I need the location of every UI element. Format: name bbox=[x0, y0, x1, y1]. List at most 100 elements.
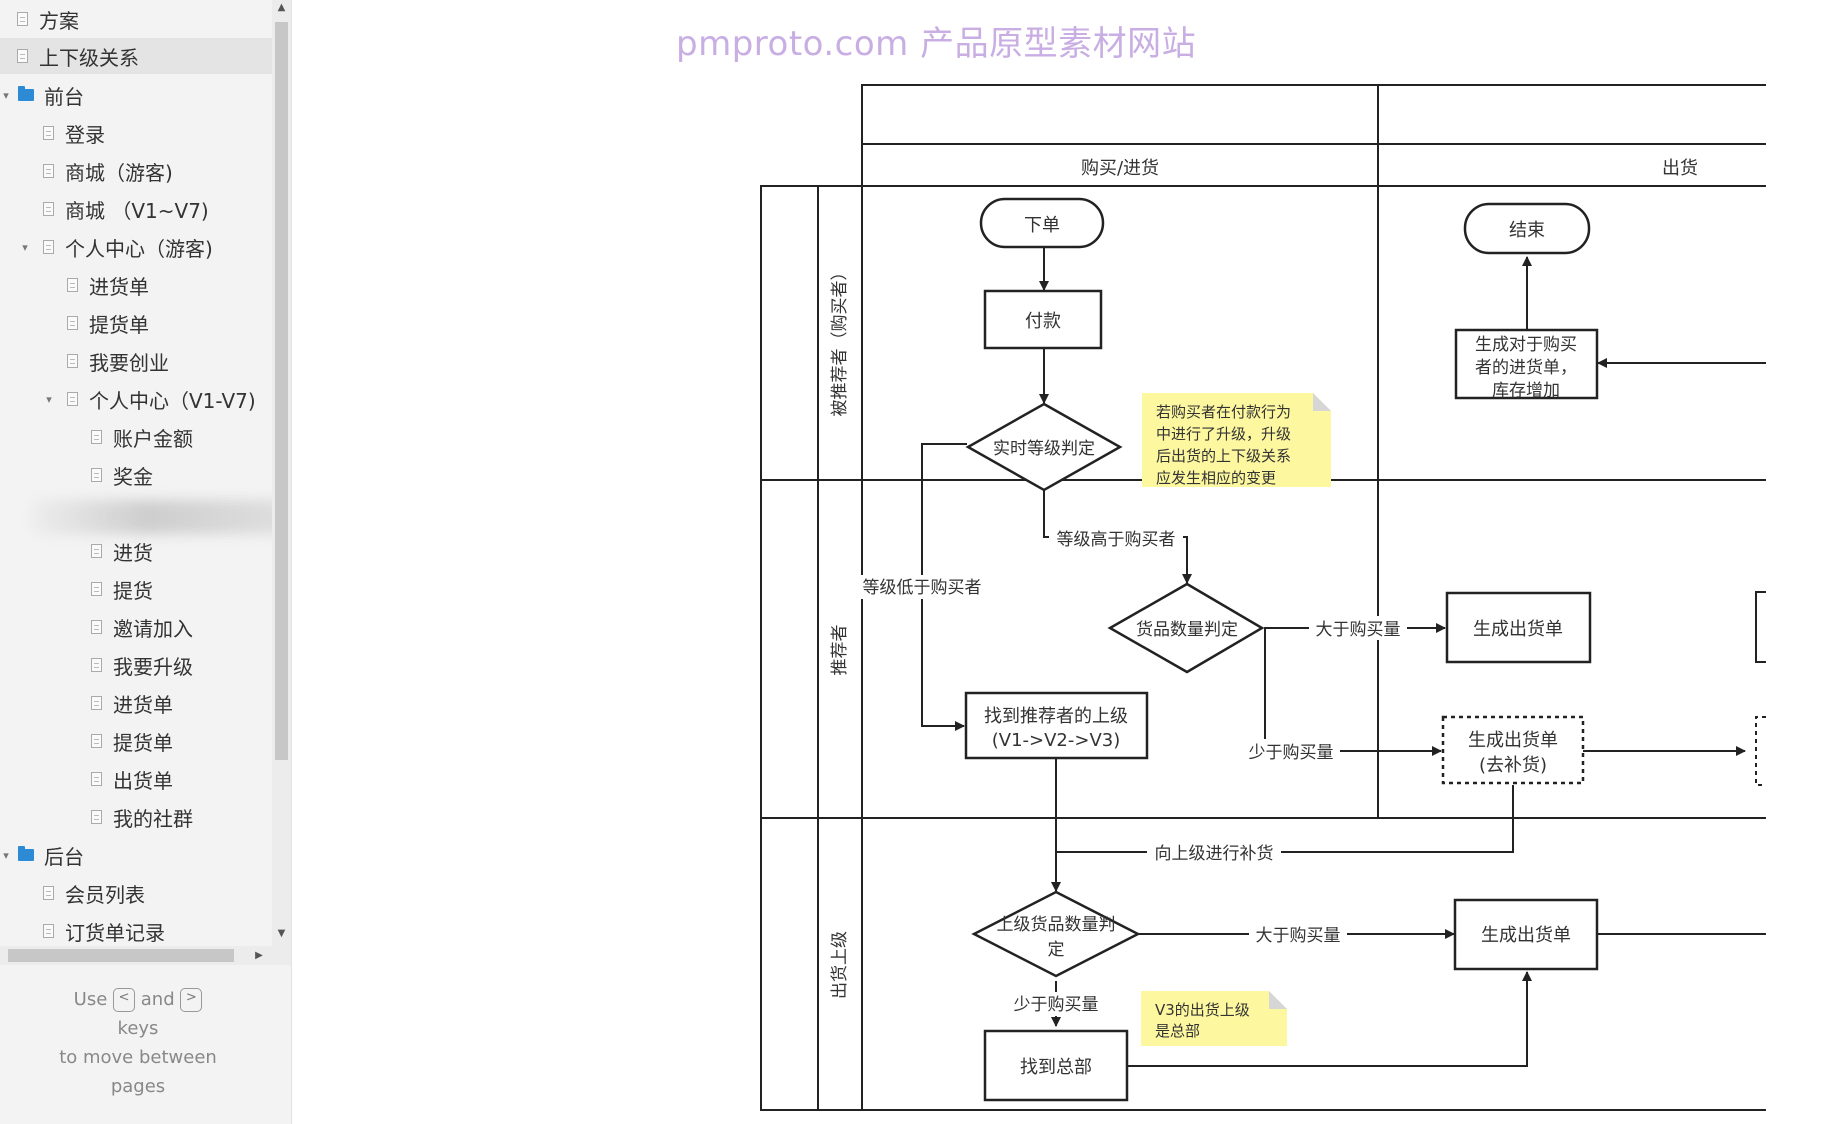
column-header-buy: 购买/进货 bbox=[1081, 158, 1159, 179]
edge-label-more-than-buy: 大于购买量 bbox=[1316, 620, 1401, 640]
vertical-scrollbar[interactable]: ▲ ▼ bbox=[272, 0, 291, 965]
offscreen-shapes bbox=[1755, 591, 1766, 786]
tree-item-订货单记录[interactable]: 订货单记录 bbox=[0, 913, 272, 949]
page-icon bbox=[17, 49, 28, 63]
page-icon bbox=[43, 164, 54, 178]
page-icon bbox=[67, 354, 78, 368]
tree-item-邀请加入[interactable]: 邀请加入 bbox=[0, 609, 272, 645]
tree-item-提货[interactable]: 提货 bbox=[0, 571, 272, 607]
tree-item-label: 商城 （V1~V7) bbox=[65, 198, 209, 223]
tree-item-会员列表[interactable]: 会员列表 bbox=[0, 875, 272, 911]
node-find-upper-label-1: 找到推荐者的上级 bbox=[984, 706, 1128, 727]
tree-item-label: 商城（游客) bbox=[65, 160, 173, 185]
folder-icon bbox=[18, 846, 34, 861]
node-pay bbox=[983, 289, 1103, 350]
hint-text: to move between bbox=[59, 1047, 217, 1068]
tree-item-label: 个人中心（游客) bbox=[65, 236, 213, 261]
hint-text: Use bbox=[73, 989, 108, 1010]
tree-item-上下级关系[interactable]: 上下级关系 bbox=[0, 38, 272, 74]
tree-item-账户金额[interactable]: 账户金额 bbox=[0, 419, 272, 455]
edge-label-less-than-buy: 少于购买量 bbox=[1249, 743, 1334, 763]
page-icon bbox=[91, 430, 102, 444]
tree-item-我的社群[interactable]: 我的社群 bbox=[0, 799, 272, 835]
expand-arrow-icon[interactable]: ▾ bbox=[3, 848, 9, 862]
horizontal-scrollbar[interactable]: ▶ bbox=[0, 946, 272, 965]
tree-item-方案[interactable]: 方案 bbox=[0, 1, 272, 37]
page-icon bbox=[91, 582, 102, 596]
hint-text: pages bbox=[110, 1076, 166, 1097]
node-find-upper bbox=[964, 691, 1149, 760]
tree-item-进货单-2[interactable]: 进货单 bbox=[0, 685, 272, 721]
tree-item-label: 我要创业 bbox=[89, 350, 169, 375]
page-icon bbox=[43, 202, 54, 216]
tree-item-label: 我的社群 bbox=[113, 806, 193, 831]
page-icon bbox=[91, 468, 102, 482]
sticky-note-upgrade-fold bbox=[1313, 393, 1331, 411]
sticky-note-hq-body bbox=[1141, 991, 1287, 1046]
tree-item-label: 提货单 bbox=[113, 730, 173, 755]
right-key-icon: > bbox=[180, 988, 203, 1012]
tree-folder-前台[interactable]: ▾ 前台 bbox=[0, 77, 272, 113]
page-icon bbox=[91, 772, 102, 786]
tree-item-进货单[interactable]: 进货单 bbox=[0, 267, 272, 303]
page-icon bbox=[43, 924, 54, 938]
node-find-upper-label-2: (V1->V2->V3) bbox=[992, 730, 1121, 751]
label-bg bbox=[1249, 922, 1347, 946]
tree-item-商城V1V7[interactable]: 商城 （V1~V7) bbox=[0, 191, 272, 227]
tree-item-进货[interactable]: 进货 bbox=[0, 533, 272, 569]
page-icon bbox=[91, 544, 102, 558]
tree-item-label: 进货单 bbox=[89, 274, 149, 299]
label-bg bbox=[1242, 739, 1340, 763]
tree-item-商城游客[interactable]: 商城（游客) bbox=[0, 153, 272, 189]
node-pay-label: 付款 bbox=[1025, 311, 1061, 332]
node-end-label: 结束 bbox=[1509, 220, 1545, 241]
expand-arrow-icon[interactable]: ▾ bbox=[22, 240, 28, 254]
tree-item-出货单[interactable]: 出货单 bbox=[0, 761, 272, 797]
tree-item-个人中心V1V7[interactable]: ▾ 个人中心（V1-V7) bbox=[0, 381, 272, 417]
node-refill-label-1: 生成出货单 bbox=[1468, 730, 1558, 751]
page-icon bbox=[91, 696, 102, 710]
scroll-down-icon[interactable]: ▼ bbox=[277, 928, 286, 939]
tree-item-label: 邀请加入 bbox=[113, 616, 193, 641]
tree-item-个人中心游客[interactable]: ▾ 个人中心（游客) bbox=[0, 229, 272, 265]
lane-label-buyer: 被推荐者（购买者） bbox=[830, 264, 850, 417]
tree-item-label: 提货 bbox=[113, 578, 153, 603]
page-icon bbox=[43, 240, 54, 254]
tree-folder-后台[interactable]: ▾ 后台 bbox=[0, 837, 272, 873]
tree-item-label: 方案 bbox=[39, 8, 79, 33]
tree-item-label: 我要升级 bbox=[113, 654, 193, 679]
decision-upper-qty bbox=[971, 890, 1141, 978]
swimlane-flowchart: 购买/进货 出货 被推荐者（购买者） 推荐者 出货上级 bbox=[760, 84, 1766, 1111]
decision-upper-qty-label-2: 定 bbox=[1048, 940, 1065, 960]
horizontal-scroll-thumb[interactable] bbox=[8, 949, 234, 962]
keyboard-hint: Use < and > keys to move between pages bbox=[20, 985, 256, 1101]
hint-text: and bbox=[140, 989, 175, 1010]
tree-item-label: 提货单 bbox=[89, 312, 149, 337]
tree-item-提货单-2[interactable]: 提货单 bbox=[0, 723, 272, 759]
sticky-note-upgrade-line: 应发生相应的变更 bbox=[1156, 469, 1276, 487]
scroll-up-icon[interactable]: ▲ bbox=[277, 2, 286, 13]
hint-text: keys bbox=[117, 1018, 159, 1039]
page-icon bbox=[91, 620, 102, 634]
tree-item-我要升级[interactable]: 我要升级 bbox=[0, 647, 272, 683]
label-bg bbox=[1007, 992, 1105, 1016]
node-find-hq-label: 找到总部 bbox=[1020, 1057, 1092, 1078]
tree-item-label: 订货单记录 bbox=[65, 920, 165, 945]
tree-item-label: 登录 bbox=[65, 122, 105, 147]
node-find-hq bbox=[983, 1029, 1129, 1102]
vertical-scroll-thumb[interactable] bbox=[275, 22, 288, 760]
expand-arrow-icon[interactable]: ▾ bbox=[46, 392, 52, 406]
tree-item-我要创业[interactable]: 我要创业 bbox=[0, 343, 272, 379]
scroll-right-icon[interactable]: ▶ bbox=[255, 950, 263, 961]
page-icon bbox=[67, 392, 78, 406]
edge-label-refill-upper: 向上级进行补货 bbox=[1155, 844, 1274, 864]
tree-item-提货单[interactable]: 提货单 bbox=[0, 305, 272, 341]
tree-item-奖金[interactable]: 奖金 bbox=[0, 457, 272, 493]
tree-item-label: 进货 bbox=[113, 540, 153, 565]
node-generate-shipment-2 bbox=[1453, 898, 1599, 971]
sticky-note-hq-line: 是总部 bbox=[1155, 1022, 1200, 1040]
label-bg bbox=[1147, 840, 1281, 864]
expand-arrow-icon[interactable]: ▾ bbox=[3, 88, 9, 102]
tree-item-登录[interactable]: 登录 bbox=[0, 115, 272, 151]
